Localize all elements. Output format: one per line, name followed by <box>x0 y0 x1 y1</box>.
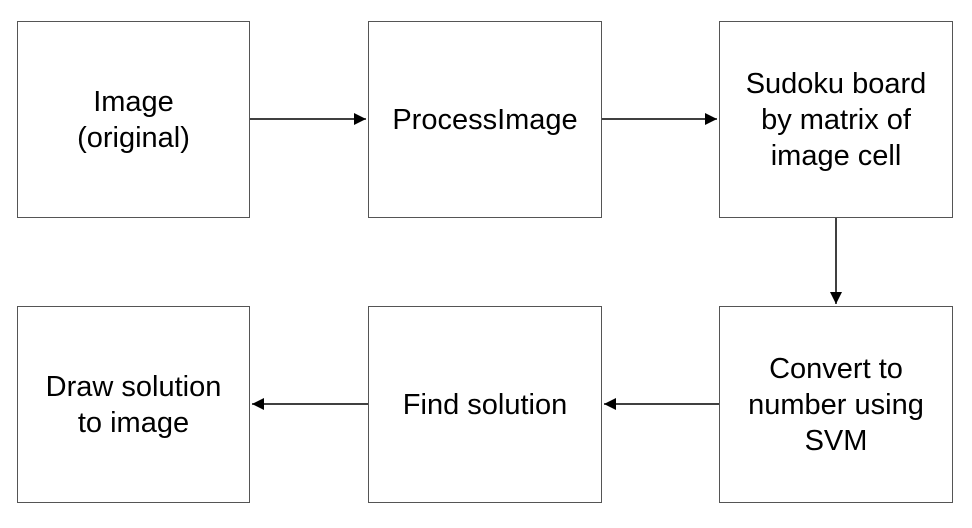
process-image-label: ProcessImage <box>392 103 578 136</box>
image-original-node: Image (original) <box>17 21 250 218</box>
convert-number-label: Convert to number using SVM <box>748 352 924 457</box>
draw-solution-node: Draw solution to image <box>17 306 250 503</box>
convert-number-node: Convert to number using SVM <box>719 306 953 503</box>
find-solution-node: Find solution <box>368 306 602 503</box>
sudoku-board-node: Sudoku board by matrix of image cell <box>719 21 953 218</box>
image-original-label: Image (original) <box>77 85 190 154</box>
find-solution-label: Find solution <box>402 388 568 421</box>
sudoku-board-label: Sudoku board by matrix of image cell <box>745 67 927 172</box>
draw-solution-label: Draw solution to image <box>45 370 222 439</box>
process-image-node: ProcessImage <box>368 21 602 218</box>
